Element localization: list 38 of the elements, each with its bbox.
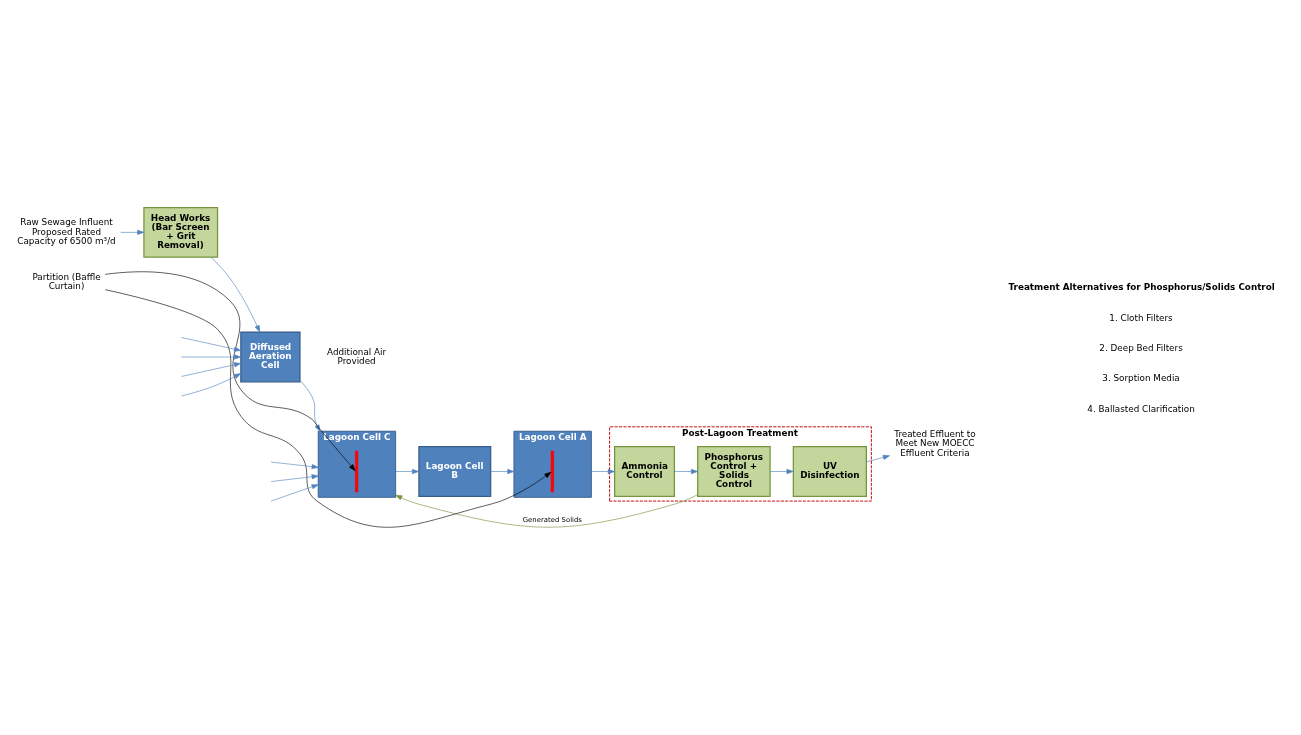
arrow xyxy=(181,362,241,377)
arrow xyxy=(270,474,319,482)
node-box: Lagoon Cell B xyxy=(418,446,492,497)
node-text: Partition (Baffle Curtain) xyxy=(32,271,101,292)
node-box: Diffused Aeration Cell xyxy=(240,331,301,383)
arrow xyxy=(210,256,261,333)
label: 4. Ballasted Clarification xyxy=(1087,403,1195,414)
label: 3. Sorption Media xyxy=(1102,373,1180,384)
node-text: Raw Sewage Influent Proposed Rated Capacity of 6500 m³/d xyxy=(17,217,116,247)
arrow xyxy=(270,461,319,470)
cluster: Lagoon Cell A xyxy=(513,430,592,498)
label: 1. Cloth Filters xyxy=(1109,312,1173,323)
arrow xyxy=(181,354,241,360)
arrow xyxy=(395,469,419,475)
arrow xyxy=(770,469,794,475)
node-box: Phosphorus Control + Solids Control xyxy=(697,446,771,497)
label: Treatment Alternatives for Phosphorus/Solids Control xyxy=(1008,282,1275,293)
arrow xyxy=(674,469,698,475)
arrow xyxy=(490,469,515,475)
node-bar xyxy=(355,450,359,493)
label: Additional Air Provided xyxy=(327,346,387,367)
arrow xyxy=(299,380,321,432)
node-box: Head Works (Bar Screen + Grit Removal) xyxy=(143,206,219,258)
arrow xyxy=(591,469,615,475)
node-bar xyxy=(550,450,554,493)
node-box: Ammonia Control xyxy=(614,446,676,497)
arrow xyxy=(395,494,698,528)
arrow xyxy=(270,484,319,502)
arrow xyxy=(104,271,356,471)
arrow xyxy=(104,289,552,528)
arrow xyxy=(181,337,241,352)
label: 2. Deep Bed Filters xyxy=(1099,343,1183,354)
node-text: Treated Effluent to Meet New MOECC Effluent Criteria xyxy=(894,428,976,458)
cluster: Lagoon Cell C xyxy=(317,430,397,498)
arrow xyxy=(181,373,241,397)
arrow xyxy=(866,454,890,463)
arrow xyxy=(120,229,145,235)
node-box: UV Disinfection xyxy=(792,446,867,497)
